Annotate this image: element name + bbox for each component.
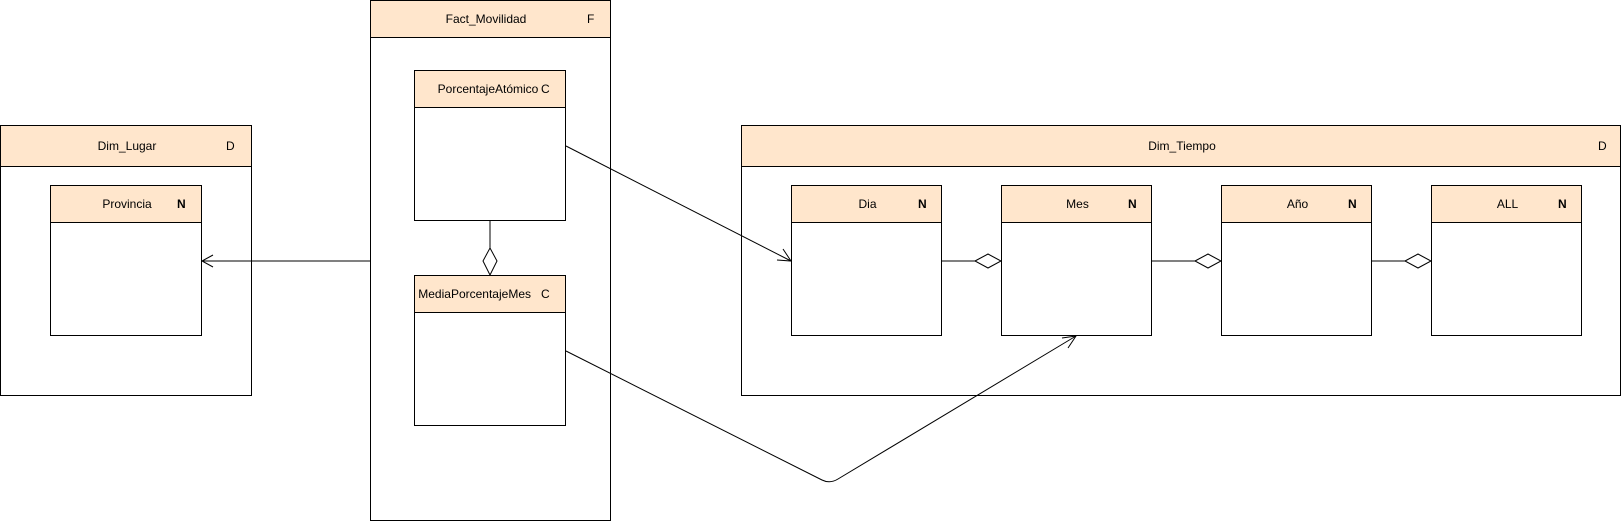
level-provincia[interactable]: Provincia N bbox=[50, 185, 202, 336]
measure-tag: C bbox=[541, 82, 550, 96]
measure-aggregation-diamond bbox=[482, 246, 498, 277]
measure-porcentaje-atomico[interactable]: PorcentajeAtómico C bbox=[414, 70, 566, 221]
arrowhead-dia bbox=[776, 248, 792, 262]
measure-name: PorcentajeAtómico bbox=[437, 82, 539, 96]
dim-tiempo-header: Dim_Tiempo D bbox=[742, 126, 1620, 167]
dim-tiempo-title: Dim_Tiempo bbox=[1148, 139, 1216, 153]
level-mes[interactable]: Mes N bbox=[1001, 185, 1152, 336]
measure-header: PorcentajeAtómico C bbox=[415, 71, 565, 108]
measure-media-porcentaje-mes[interactable]: MediaPorcentajeMes C bbox=[414, 275, 566, 426]
level-name: Provincia bbox=[102, 197, 152, 211]
porcentaje-to-dia-link bbox=[565, 145, 792, 262]
dia-mes-diamond bbox=[973, 253, 1003, 269]
level-header: Dia N bbox=[792, 186, 941, 223]
dim-tiempo-tag: D bbox=[1598, 139, 1607, 153]
level-name: ALL bbox=[1496, 197, 1519, 211]
level-tag: N bbox=[177, 197, 186, 211]
level-name: Año bbox=[1286, 197, 1309, 211]
level-tag: N bbox=[1128, 197, 1137, 211]
fact-header: Fact_Movilidad F bbox=[371, 1, 610, 38]
level-dia[interactable]: Dia N bbox=[791, 185, 942, 336]
dim-lugar-header: Dim_Lugar D bbox=[1, 126, 251, 167]
measure-tag: C bbox=[541, 287, 550, 301]
level-header: Mes N bbox=[1002, 186, 1151, 223]
measure-header: MediaPorcentajeMes C bbox=[415, 276, 565, 313]
level-header: Provincia N bbox=[51, 186, 201, 223]
dim-lugar-title: Dim_Lugar bbox=[97, 139, 157, 153]
level-header: Año N bbox=[1222, 186, 1371, 223]
media-to-mes-link bbox=[565, 335, 1077, 483]
level-all[interactable]: ALL N bbox=[1431, 185, 1582, 336]
level-tag: N bbox=[1558, 197, 1567, 211]
ano-all-diamond bbox=[1403, 253, 1433, 269]
arrowhead-provincia bbox=[200, 254, 214, 268]
level-header: ALL N bbox=[1432, 186, 1581, 223]
arrowhead-mes bbox=[1061, 335, 1078, 349]
dim-lugar-tag: D bbox=[226, 139, 235, 153]
level-name: Dia bbox=[858, 197, 877, 211]
level-tag: N bbox=[918, 197, 927, 211]
level-tag: N bbox=[1348, 197, 1357, 211]
level-name: Mes bbox=[1066, 197, 1089, 211]
fact-title: Fact_Movilidad bbox=[445, 12, 527, 26]
fact-tag: F bbox=[587, 12, 595, 26]
mes-ano-diamond bbox=[1193, 253, 1223, 269]
level-ano[interactable]: Año N bbox=[1221, 185, 1372, 336]
measure-name: MediaPorcentajeMes bbox=[418, 287, 531, 301]
